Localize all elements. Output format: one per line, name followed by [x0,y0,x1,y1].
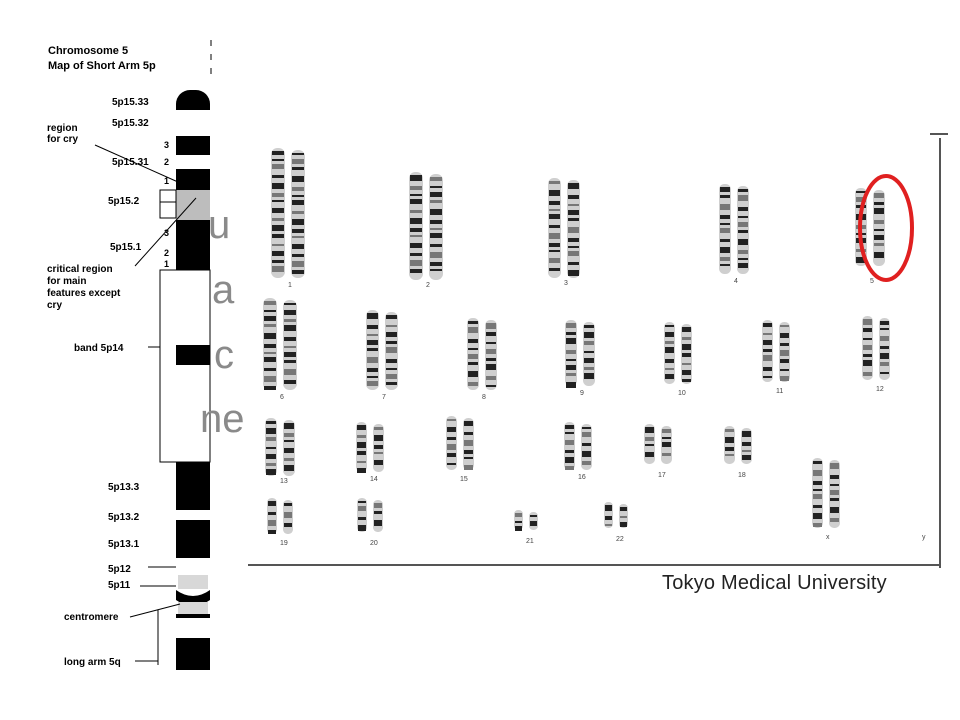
band-label: 5p15.32 [112,118,149,129]
band-label: 5p13.3 [108,482,140,493]
pair-label: 13 [280,478,288,485]
band-label: 5p15.33 [112,97,149,108]
pair-label: 5 [870,278,874,285]
chromosome-pair [265,418,295,476]
sub-band-number: 2 [164,248,170,258]
pair-label: 15 [460,476,468,483]
chromosome-pair [719,184,749,274]
chromosome-pair [263,298,297,390]
pair-label: 4 [734,278,738,285]
sub-band-number: 3 [164,228,170,238]
chromosome-pair [409,172,443,280]
chromosome-pair [724,426,752,464]
pair-label: 22 [616,536,624,543]
chromosome-pair [564,422,592,470]
pair-label: 11 [776,388,784,395]
pair-label: 2 [426,282,430,289]
sub-band-number: 3 [164,140,170,150]
map-title-line1: Chromosome 5 [48,45,129,57]
pair-label: 16 [578,474,586,481]
long-arm-label: long arm 5q [64,657,121,668]
pair-label: 6 [280,394,284,401]
chromosome-pair [664,322,692,384]
chromosome-pair [366,310,398,390]
chromosome-pair [467,318,497,390]
pair-label: 18 [738,472,746,479]
chromosome-pair [565,320,595,388]
pair-label: 21 [526,538,534,545]
background-text-fragment: ne [200,397,245,441]
chromosome-pair [267,498,293,534]
sub-band-number: 1 [164,259,170,269]
background-text-fragment: a [212,268,235,312]
pair-label: 10 [678,390,686,397]
chromosome-short-arm [176,90,210,580]
pair-label: 14 [370,476,378,483]
pair-label: 8 [482,394,486,401]
pair-label: 17 [658,472,666,479]
pair-label: 20 [370,540,378,547]
chromosome-pair [604,502,628,528]
band-label: 5p15.31 [112,157,149,168]
pair-label: 19 [280,540,288,547]
chromosome-long-arm [176,614,210,670]
region-cry-label: region for cry [47,123,79,145]
credit-text: Tokyo Medical University [662,572,887,594]
chromosome-pair [548,178,580,278]
chromosome-pair [356,422,384,473]
karyotype-panel: 1 2 3 4 5 6 7 8 9 10 11 12 13 14 15 16 1… [248,132,948,602]
band-label: 5p15.1 [110,242,142,253]
chromosome-pair [862,316,890,380]
highlight-ring [858,174,914,282]
band-label: 5p13.2 [108,512,140,523]
pair-label: 3 [564,280,568,287]
chromosome-pair [812,458,840,528]
centromere-label: centromere [64,612,119,623]
sub-band-number: 1 [164,176,170,186]
pair-label: 7 [382,394,386,401]
pair-label: x [826,534,830,541]
background-text-fragment: u [208,203,231,247]
chromosome-pair [271,148,305,278]
pair-label: 1 [288,282,292,289]
chromosome-pair [644,424,672,464]
pair-label: 9 [580,390,584,397]
band-label: 5p15.2 [108,196,140,207]
band-label: 5p12 [108,564,131,575]
pair-label: y [922,534,926,541]
chromosome-pair [514,510,538,531]
band-label: band 5p14 [74,343,124,354]
chromosome-pair [762,320,790,382]
band-label: 5p11 [108,580,131,591]
pair-label: 12 [876,386,884,393]
map-title-line2: Map of Short Arm 5p [48,60,156,72]
karyotype-image [248,132,948,602]
critical-region-label: critical region for main features except… [47,264,121,311]
sub-band-number: 2 [164,157,170,167]
band-label: 5p13.1 [108,539,140,550]
background-text-fragment: c [214,333,234,377]
chromosome-pair [446,416,474,470]
centromere-shape [176,575,210,614]
chromosome-pair [357,498,383,532]
